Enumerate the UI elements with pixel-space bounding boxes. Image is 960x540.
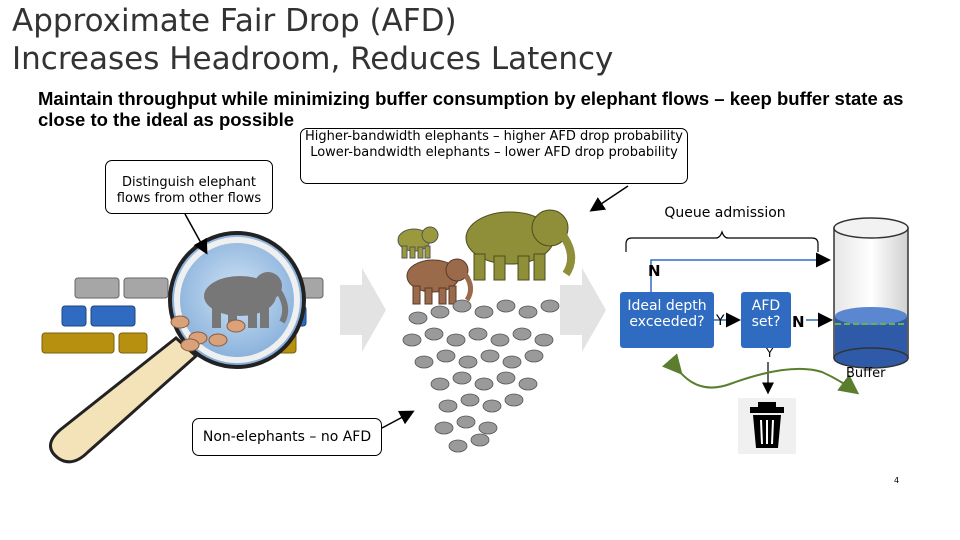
trash-can-icon [738,398,796,454]
label-n-top: N [648,262,661,280]
bandwidth-line-2: Lower-bandwidth elephants – lower AFD dr… [301,145,687,161]
elephant-icon [398,210,571,304]
bandwidth-callout: Higher-bandwidth elephants – higher AFD … [300,128,688,184]
buffer-cylinder [834,218,908,368]
afd-set-decision: AFD set? [741,292,791,348]
distinguish-callout: Distinguish elephant flows from other fl… [105,160,273,214]
queue-admission-brace [626,232,818,252]
bandwidth-arrow [592,186,628,210]
label-y-ideal: Y [716,313,725,329]
afd-line-1: AFD [741,298,791,314]
ideal-depth-line-1: Ideal depth [620,298,714,314]
label-n-afd: N [792,313,805,331]
queue-admission-label: Queue admission [655,205,795,221]
ideal-depth-line-2: exceeded? [620,314,714,330]
flow-arrow-1 [340,268,386,352]
afd-line-2: set? [741,314,791,330]
bandwidth-line-1: Higher-bandwidth elephants – higher AFD … [301,129,687,145]
non-elephants-callout: Non-elephants – no AFD [192,418,382,456]
mouse-icon [403,300,559,452]
page-number: 4 [894,476,899,485]
buffer-label: Buffer [846,366,885,381]
n-path-top [651,260,828,292]
label-y-afd: Y [766,346,773,360]
ideal-depth-decision: Ideal depth exceeded? [620,292,714,348]
non-elephant-arrow [382,412,412,428]
flow-arrow-2 [560,268,606,352]
